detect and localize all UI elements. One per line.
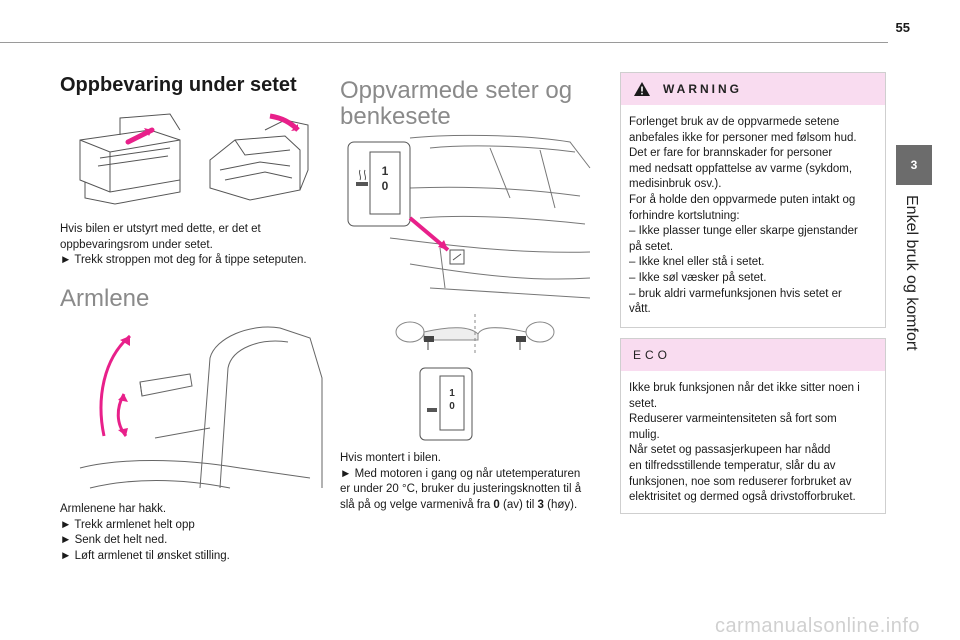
page-number: 55 — [895, 20, 910, 35]
eco-line: funksjonen, noe som reduserer forbruket … — [629, 475, 852, 488]
heated-seat-illustration: 1 0 — [347, 134, 591, 299]
heated-text: Hvis montert i bilen. ► Med motoren i ga… — [340, 451, 610, 513]
eco-line: Ikke bruk funksjonen når det ikke sitter… — [629, 382, 860, 394]
warning-line: – Ikke knel eller stå i setet. — [629, 256, 765, 269]
level-max: 3 — [537, 498, 544, 511]
warning-line: – Ikke søl væsker på setet. — [629, 271, 767, 284]
tilt-arrow-icon — [269, 113, 300, 132]
storage-text-line: oppbevaringsrom under setet. — [60, 238, 213, 251]
armrest-text-line: ► Senk det helt ned. — [60, 534, 168, 546]
seat-position-illustration: 1 0 — [395, 314, 555, 441]
knob-small-level-1: 1 — [449, 388, 455, 399]
heated-text-span: (høy). — [543, 498, 578, 511]
warning-line: medisinbruk osv.). — [629, 178, 722, 191]
storage-text: Hvis bilen er utstyrt med dette, er det … — [60, 222, 335, 269]
heat-knob-small-icon: 1 0 — [419, 367, 473, 441]
eco-box: ECO Ikke bruk funksjonen når det ikke si… — [620, 338, 886, 514]
eco-line: mulig. — [629, 428, 660, 441]
knob-level-0: 0 — [382, 179, 389, 193]
heat-waves-icon — [358, 169, 367, 181]
armrest-up-arrow-icon — [99, 334, 131, 437]
heated-section: Oppvarmede seter og benkesete — [340, 78, 610, 130]
warning-line: anbefales ikke for personer med følsom h… — [629, 131, 857, 144]
chapter-title: Enkel bruk og komfort — [903, 195, 920, 351]
heat-knob-icon: 1 0 — [347, 141, 411, 227]
knob-level-1: 1 — [382, 164, 389, 178]
heated-text-span: (av) til — [499, 498, 538, 511]
eco-line: Reduserer varmeintensiteten så fort som — [629, 413, 837, 426]
armrest-text-line: ► Trekk armlenet helt opp — [60, 518, 195, 531]
storage-heading: Oppbevaring under setet — [60, 74, 297, 96]
eco-header: ECO — [621, 339, 885, 371]
warning-line: Det er fare for brannskader for personer — [629, 147, 833, 160]
warning-line: med nedsatt oppfattelse av varme (sykdom… — [629, 162, 853, 175]
watermark: carmanualsonline.info — [714, 615, 920, 637]
storage-text-line: Hvis bilen er utstyrt med dette, er det … — [60, 223, 261, 235]
heated-text-line: er under 20 °C, bruker du justeringsknot… — [340, 483, 582, 495]
warning-body: Forlenget bruk av de oppvarmede setene a… — [621, 105, 885, 326]
level-off: 0 — [493, 498, 500, 511]
storage-section: Oppbevaring under setet — [60, 60, 330, 97]
warning-header: WARNING — [621, 73, 885, 105]
heated-heading-line1: Oppvarmede seter og — [340, 77, 573, 104]
steering-wheel-left-icon — [395, 321, 425, 343]
armrest-text-line: ► Løft armlenet til ønsket stilling. — [60, 549, 230, 562]
warning-line: – Ikke plasser tunge eller skarpe gjenst… — [629, 225, 858, 238]
steering-wheel-right-icon — [525, 321, 555, 343]
armrest-section: Armlene — [60, 286, 330, 312]
eco-line: en tilfredsstillende temperatur, slår du… — [629, 459, 836, 472]
heated-text-line-last: slå på og velge varmenivå fra 0 (av) til… — [340, 498, 610, 514]
eco-title: ECO — [633, 348, 672, 362]
warning-icon — [634, 82, 650, 96]
heated-text-line: ► Med motoren i gang og når utetemperatu… — [340, 467, 581, 480]
heated-text-span: slå på og velge varmenivå fra — [340, 498, 494, 511]
header-rule — [0, 42, 888, 43]
storage-illustration — [79, 100, 309, 208]
warning-line: på setet. — [629, 240, 674, 253]
armrest-text-line: Armlenene har hakk. — [60, 503, 167, 515]
warning-line: vått. — [629, 303, 651, 316]
heated-heading-line2: benkesete — [340, 103, 451, 130]
eco-line: setet. — [629, 397, 658, 410]
armrest-illustration — [79, 326, 323, 489]
storage-text-line: ► Trekk stroppen mot deg for å tippe set… — [60, 254, 307, 266]
eco-body: Ikke bruk funksjonen når det ikke sitter… — [621, 371, 885, 514]
heated-text-line: Hvis montert i bilen. — [340, 452, 441, 464]
warning-line: – bruk aldri varmefunksjonen hvis setet … — [629, 287, 842, 300]
knob-small-level-0: 0 — [449, 401, 455, 412]
eco-line: elektrisitet og dermed også drivstofforb… — [629, 491, 856, 504]
warning-line: Forlenget bruk av de oppvarmede setene — [629, 116, 840, 128]
chapter-tab[interactable]: 3 — [896, 145, 932, 185]
armrest-text: Armlenene har hakk. ► Trekk armlenet hel… — [60, 502, 330, 564]
warning-title: WARNING — [663, 82, 742, 96]
armrest-heading: Armlene — [60, 285, 150, 312]
pointer-arrow-icon — [438, 240, 448, 250]
eco-line: Når setet og passasjerkupeen har nådd — [629, 444, 831, 457]
warning-line: forhindre kortslutning: — [629, 209, 740, 222]
warning-line: For å holde den oppvarmede puten intakt … — [629, 193, 856, 206]
warning-box: WARNING Forlenget bruk av de oppvarmede … — [620, 72, 886, 328]
